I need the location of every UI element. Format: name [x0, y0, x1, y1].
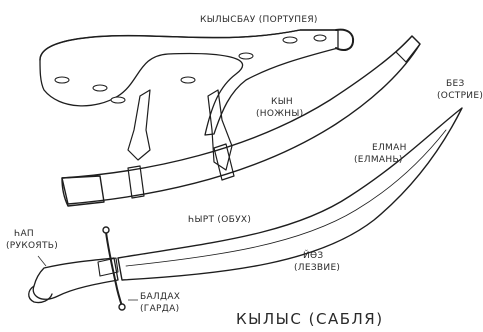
scabbard-chape	[396, 36, 420, 62]
label-blade-line2: (ЕЛМАНЬ)	[354, 155, 403, 165]
belt-hanger-left	[128, 90, 150, 160]
belt-upper-edge	[40, 30, 338, 60]
label-tip-line2: (ОСТРИЕ)	[437, 91, 483, 101]
leader-lines	[38, 256, 138, 300]
belt-stud	[111, 97, 125, 103]
saber-pommel	[29, 286, 52, 303]
label-scabbard-line2: (НОЖНЫ)	[256, 109, 303, 119]
label-tip-line1: БЕЗ	[446, 79, 465, 89]
belt-stud	[93, 85, 107, 91]
label-scabbard-line1: КЫН	[271, 97, 293, 107]
diagram-title: КЫЛЫС (САБЛЯ)	[236, 310, 384, 328]
labels: КЫЛЫСБАУ (ПОРТУПЕЯ) КЫН (НОЖНЫ) БЕЗ (ОСТ…	[6, 15, 483, 328]
label-guard-line1: БАЛДАХ	[140, 292, 180, 302]
belt-stud	[55, 77, 69, 83]
belt-stud	[283, 37, 297, 43]
belt	[40, 30, 353, 170]
label-spine: ҺЫРТ (ОБУХ)	[188, 215, 251, 225]
saber-guard-finial-bottom	[119, 304, 125, 310]
label-guard-line2: (ГАРДА)	[140, 304, 179, 314]
label-belt: КЫЛЫСБАУ (ПОРТУПЕЯ)	[200, 15, 318, 25]
leader-line-handle	[38, 256, 46, 266]
label-edge-line2: (ЛЕЗВИЕ)	[294, 263, 340, 273]
saber	[29, 108, 462, 310]
belt-stud	[314, 35, 326, 41]
label-blade-line1: ЕЛМАН	[372, 143, 407, 153]
label-handle-line2: (РУКОЯТЬ)	[6, 241, 58, 251]
saber-handle	[33, 258, 118, 299]
saber-blade	[118, 108, 462, 280]
saber-guard-finial-top	[103, 227, 109, 233]
label-handle-line1: ҺАП	[14, 229, 34, 239]
belt-stud	[181, 77, 195, 83]
label-edge-line1: ЙӨЗ	[303, 249, 324, 261]
belt-stud	[239, 53, 253, 59]
belt-hanger-right	[208, 90, 232, 170]
